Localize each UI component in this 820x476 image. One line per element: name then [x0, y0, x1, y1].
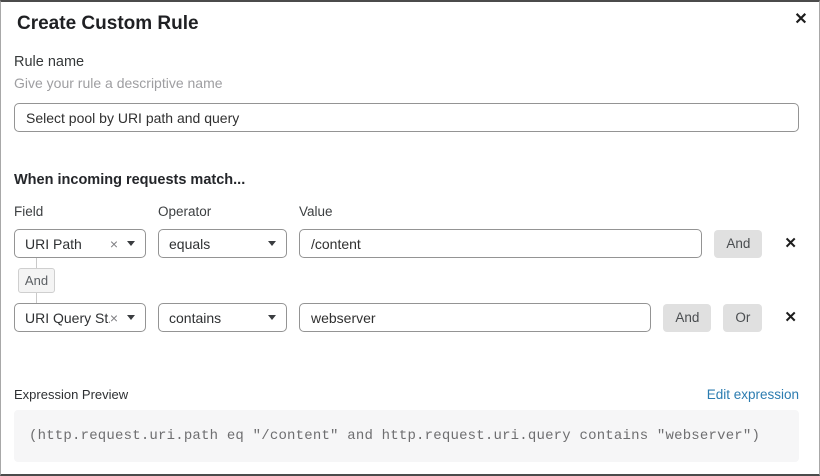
chevron-down-icon	[127, 315, 135, 320]
operator-select[interactable]: equals	[158, 229, 287, 258]
operator-select[interactable]: contains	[158, 303, 287, 332]
operator-select-value: equals	[169, 235, 211, 252]
chevron-down-icon	[127, 241, 135, 246]
delete-condition-icon[interactable]: ✕	[784, 235, 797, 252]
chevron-down-icon	[268, 315, 276, 320]
match-heading: When incoming requests match...	[14, 172, 246, 188]
add-or-condition-button[interactable]: Or	[723, 303, 763, 332]
add-and-condition-button[interactable]: And	[663, 303, 712, 332]
and-connector-badge: And	[18, 268, 55, 293]
field-select-value: URI Query St...	[25, 309, 110, 326]
column-labels: Field Operator Value	[14, 205, 799, 219]
connector-line	[36, 293, 37, 303]
value-input[interactable]	[299, 303, 652, 332]
expression-preview-header: Expression Preview Edit expression	[14, 387, 799, 403]
expression-preview-label: Expression Preview	[14, 387, 129, 402]
value-input[interactable]	[299, 229, 703, 258]
value-column-label: Value	[299, 204, 333, 219]
expression-code: (http.request.uri.path eq "/content" and…	[14, 410, 799, 462]
clear-selection-icon[interactable]: ×	[109, 309, 118, 326]
connector-line	[36, 258, 37, 268]
rule-name-input[interactable]	[14, 103, 799, 132]
field-select-value: URI Path	[25, 235, 82, 252]
rule-name-hint: Give your rule a descriptive name	[14, 75, 223, 91]
rule-name-label: Rule name	[14, 54, 85, 70]
field-select[interactable]: URI Query St... ×	[14, 303, 146, 332]
edit-expression-link[interactable]: Edit expression	[706, 387, 799, 402]
add-and-condition-button[interactable]: And	[714, 229, 763, 258]
delete-condition-icon[interactable]: ✕	[784, 309, 797, 326]
condition-row: URI Path × equals And ✕	[14, 229, 799, 258]
field-select[interactable]: URI Path ×	[14, 229, 146, 258]
operator-select-value: contains	[169, 309, 222, 326]
dialog-title: Create Custom Rule	[17, 13, 199, 34]
condition-row: URI Query St... × contains And Or ✕	[14, 303, 799, 332]
condition-connector: And	[18, 258, 55, 303]
field-column-label: Field	[14, 204, 44, 219]
chevron-down-icon	[268, 241, 276, 246]
close-icon[interactable]: ✕	[789, 7, 813, 31]
operator-column-label: Operator	[158, 204, 212, 219]
clear-selection-icon[interactable]: ×	[109, 235, 118, 252]
